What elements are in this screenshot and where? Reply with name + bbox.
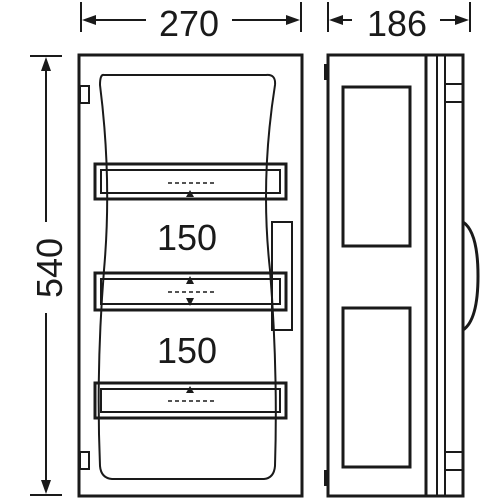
rail-1-arrow	[186, 190, 194, 197]
door-handle	[271, 221, 293, 331]
din-rail-3	[93, 381, 288, 420]
rail-2-arrow-up	[186, 276, 194, 284]
side-handle	[462, 220, 480, 332]
rail-3-arrow	[186, 386, 194, 393]
height-dimension: 540	[29, 55, 70, 496]
depth-dimension: 186	[327, 2, 471, 44]
upper-side-window	[341, 85, 412, 248]
rail-2-arrow-down	[186, 298, 194, 306]
din-rail-1-inner	[100, 169, 281, 194]
din-rail-2	[93, 271, 288, 312]
side-view	[324, 53, 480, 498]
front-view: 150 150	[77, 53, 304, 498]
top-bracket	[444, 83, 464, 103]
top-back-mark	[324, 64, 329, 80]
bottom-hinge	[79, 451, 90, 470]
depth-label: 186	[367, 3, 427, 44]
bottom-back-mark	[324, 470, 329, 486]
top-hinge	[79, 85, 90, 104]
side-enclosure-outline	[326, 53, 465, 498]
width-label: 270	[159, 3, 219, 44]
din-rail-1	[93, 162, 288, 201]
width-dimension: 270	[80, 2, 302, 44]
front-enclosure-outline	[77, 53, 304, 498]
bottom-bracket	[444, 451, 464, 471]
lower-side-window	[341, 306, 412, 469]
height-label: 540	[29, 238, 70, 298]
front-window	[97, 73, 277, 480]
spacing-top-label: 150	[157, 217, 217, 258]
spacing-bottom-label: 150	[157, 330, 217, 371]
